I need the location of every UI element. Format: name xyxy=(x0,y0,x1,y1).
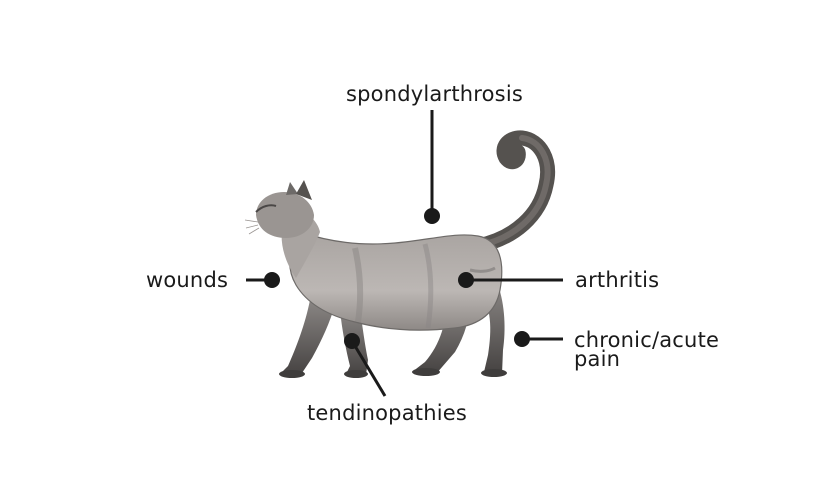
spine-marker-dot xyxy=(424,208,440,224)
cat-tail xyxy=(470,130,555,254)
hind-leg-marker-dot xyxy=(514,331,530,347)
label-arthritis: arthritis xyxy=(575,268,660,292)
callouts xyxy=(246,110,563,397)
label-tendinopathies: tendinopathies xyxy=(307,401,468,425)
front-leg-marker-dot xyxy=(344,333,360,349)
cat-body xyxy=(289,231,503,331)
cat-head xyxy=(244,180,320,278)
label-wounds: wounds xyxy=(146,268,229,292)
chest-marker-dot xyxy=(264,272,280,288)
label-chronic-acute-pain: chronic/acute pain xyxy=(574,328,720,371)
hip-marker-dot xyxy=(458,272,474,288)
label-spondylarthrosis: spondylarthrosis xyxy=(346,82,524,106)
